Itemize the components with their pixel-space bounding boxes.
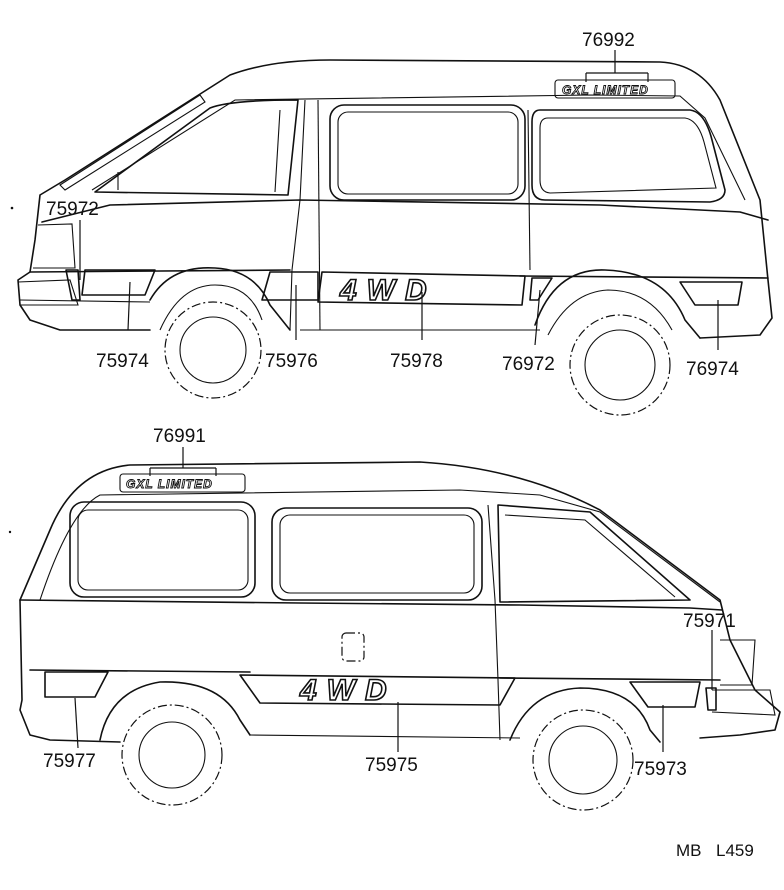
van-top-front-stripe-shape xyxy=(65,269,81,301)
van-bottom-body-outline xyxy=(19,461,781,743)
van-top-rear-wheel xyxy=(569,314,671,416)
callout-75974: 75974 xyxy=(96,351,149,372)
van-bottom-front-window xyxy=(497,504,691,603)
van-left-side-view xyxy=(17,59,773,416)
callout-75972: 75972 xyxy=(46,199,99,220)
van-bottom-rear-fender-stripe-shape xyxy=(44,671,109,698)
van-bottom-front-stripe-shape xyxy=(705,687,717,711)
van-top-front-window xyxy=(94,99,299,196)
callout-75977: 75977 xyxy=(43,751,96,772)
callout-75975: 75975 xyxy=(365,755,418,776)
van-top-front-wheel xyxy=(164,301,262,399)
van-bottom-emblem-text: GXL LIMITED xyxy=(126,477,213,491)
callout-76972: 76972 xyxy=(502,354,555,375)
van-top-door-stripe-shape xyxy=(261,271,319,301)
callout-75976: 75976 xyxy=(265,351,318,372)
van-bottom-rear-window xyxy=(69,501,256,598)
callout-76974: 76974 xyxy=(686,359,739,380)
callout-75978: 75978 xyxy=(390,351,443,372)
van-top-decal-text: 4WD xyxy=(339,274,437,307)
reference-code-b: L459 xyxy=(716,841,754,860)
van-top-roof-rail xyxy=(59,94,206,191)
reference-code-a: MB xyxy=(676,841,702,860)
van-top-rear-stripe-shape xyxy=(529,277,553,301)
van-top-body-outline xyxy=(17,59,773,339)
callout-75971: 75971 xyxy=(683,611,736,632)
callout-75973: 75973 xyxy=(634,759,687,780)
van-bottom-middle-window xyxy=(271,507,483,601)
van-bottom-4wd-stripe-shape xyxy=(239,674,516,706)
van-bottom-front-wheel xyxy=(532,709,634,811)
van-bottom-rear-wheel xyxy=(121,704,223,806)
van-top-rear-window xyxy=(531,109,726,203)
callout-76992: 76992 xyxy=(582,30,635,51)
van-top-emblem-text: GXL LIMITED xyxy=(562,83,649,97)
van-top-4wd-stripe-shape xyxy=(317,271,526,306)
van-bottom-decal-text: 4WD xyxy=(299,674,397,707)
van-right-side-view xyxy=(19,461,781,811)
van-bottom-front-fender-stripe-shape xyxy=(629,681,701,708)
van-top-middle-window xyxy=(329,104,526,201)
callout-76991: 76991 xyxy=(153,426,206,447)
van-top-front-fender-stripe-shape xyxy=(81,269,156,296)
van-top-rear-fender-stripe-shape xyxy=(679,281,743,306)
